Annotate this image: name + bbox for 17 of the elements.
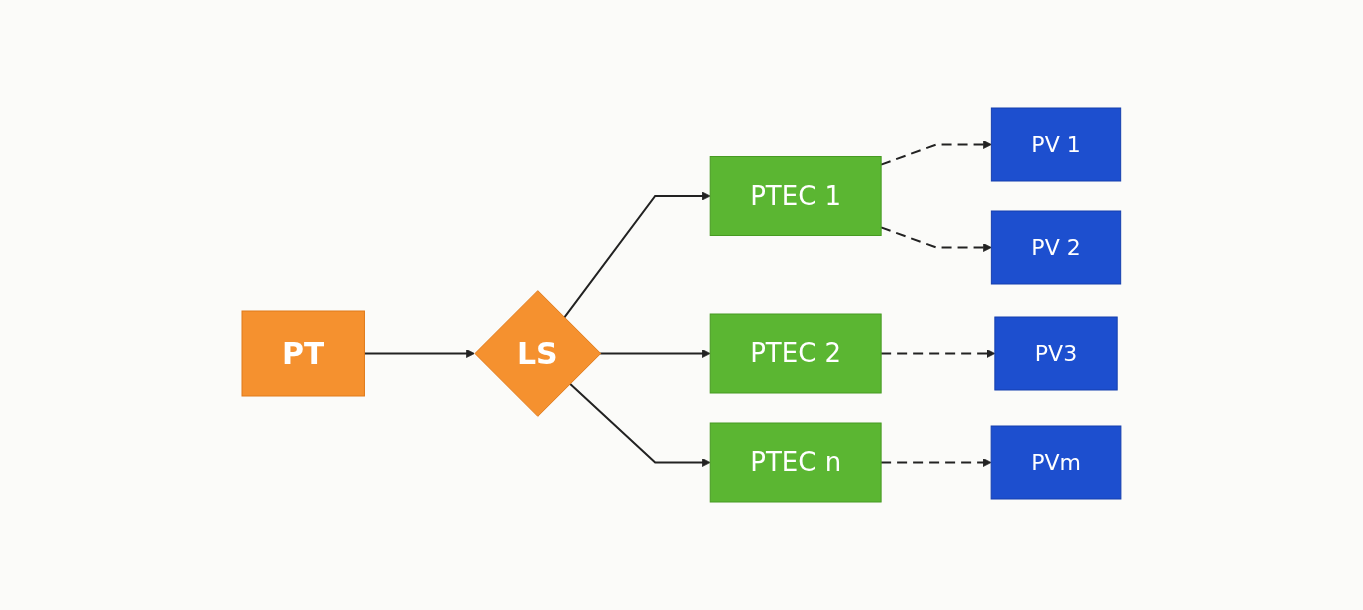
arrow xyxy=(880,458,992,467)
arrow xyxy=(599,349,711,358)
arrow xyxy=(563,191,711,319)
node-diamond: LS xyxy=(474,290,602,417)
node-box: PV 2 xyxy=(990,210,1122,285)
node-box: PTEC 1 xyxy=(709,156,882,236)
arrow xyxy=(880,140,992,166)
node-box: PTEC n xyxy=(709,422,882,503)
arrow xyxy=(363,349,475,358)
node-box: PT xyxy=(241,310,365,397)
arrow xyxy=(880,226,992,252)
node-box: PTEC 2 xyxy=(709,313,882,394)
arrow xyxy=(569,382,711,467)
node-box: PV 1 xyxy=(990,107,1122,182)
node-box: PV3 xyxy=(994,316,1118,391)
node-box: PVm xyxy=(990,425,1122,500)
arrow xyxy=(880,349,996,358)
